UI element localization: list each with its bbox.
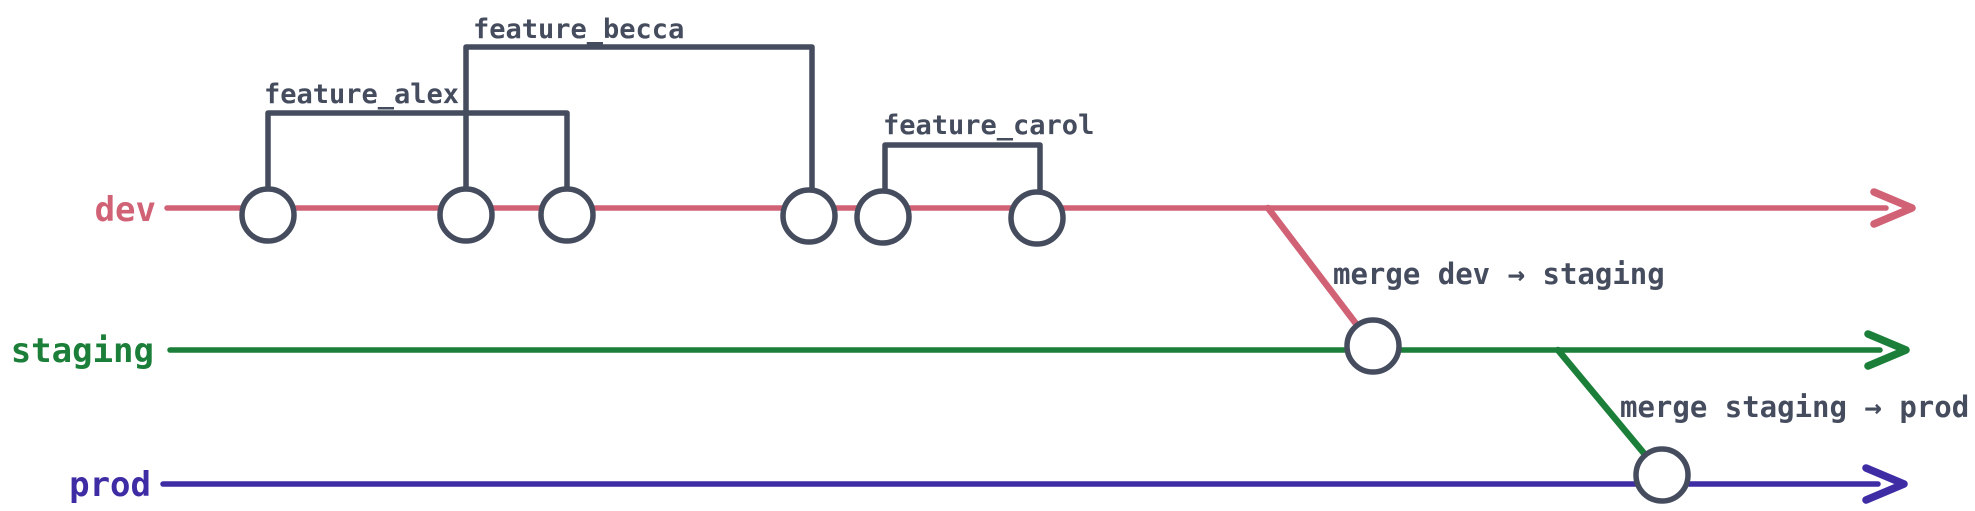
branch-label-staging: staging xyxy=(11,331,154,371)
feature-label: feature_becca xyxy=(473,14,684,45)
merge-commit-node xyxy=(1344,317,1402,375)
branch-arrowhead-staging xyxy=(1864,330,1910,370)
commit-node xyxy=(437,186,495,244)
feature-bracket xyxy=(463,44,815,193)
commit-node xyxy=(780,187,838,245)
branch-arrowhead-prod xyxy=(1862,464,1908,504)
branch-label-dev: dev xyxy=(95,190,156,230)
commit-node xyxy=(538,186,596,244)
branch-label-prod: prod xyxy=(69,465,151,505)
merge-label: merge dev → staging xyxy=(1333,257,1665,291)
feature-label: feature_carol xyxy=(883,110,1094,141)
merge-label: merge staging → prod xyxy=(1620,390,1969,424)
commit-node xyxy=(854,188,912,246)
merge-commit-node xyxy=(1633,446,1691,504)
commit-node xyxy=(239,186,297,244)
merge-edge-dev-to-staging xyxy=(1264,204,1377,350)
feature-bracket xyxy=(882,142,1043,193)
feature-label: feature_alex xyxy=(264,79,459,110)
feature-bracket xyxy=(265,110,570,193)
commit-node xyxy=(1008,189,1066,247)
branch-arrowhead-dev xyxy=(1870,188,1916,228)
